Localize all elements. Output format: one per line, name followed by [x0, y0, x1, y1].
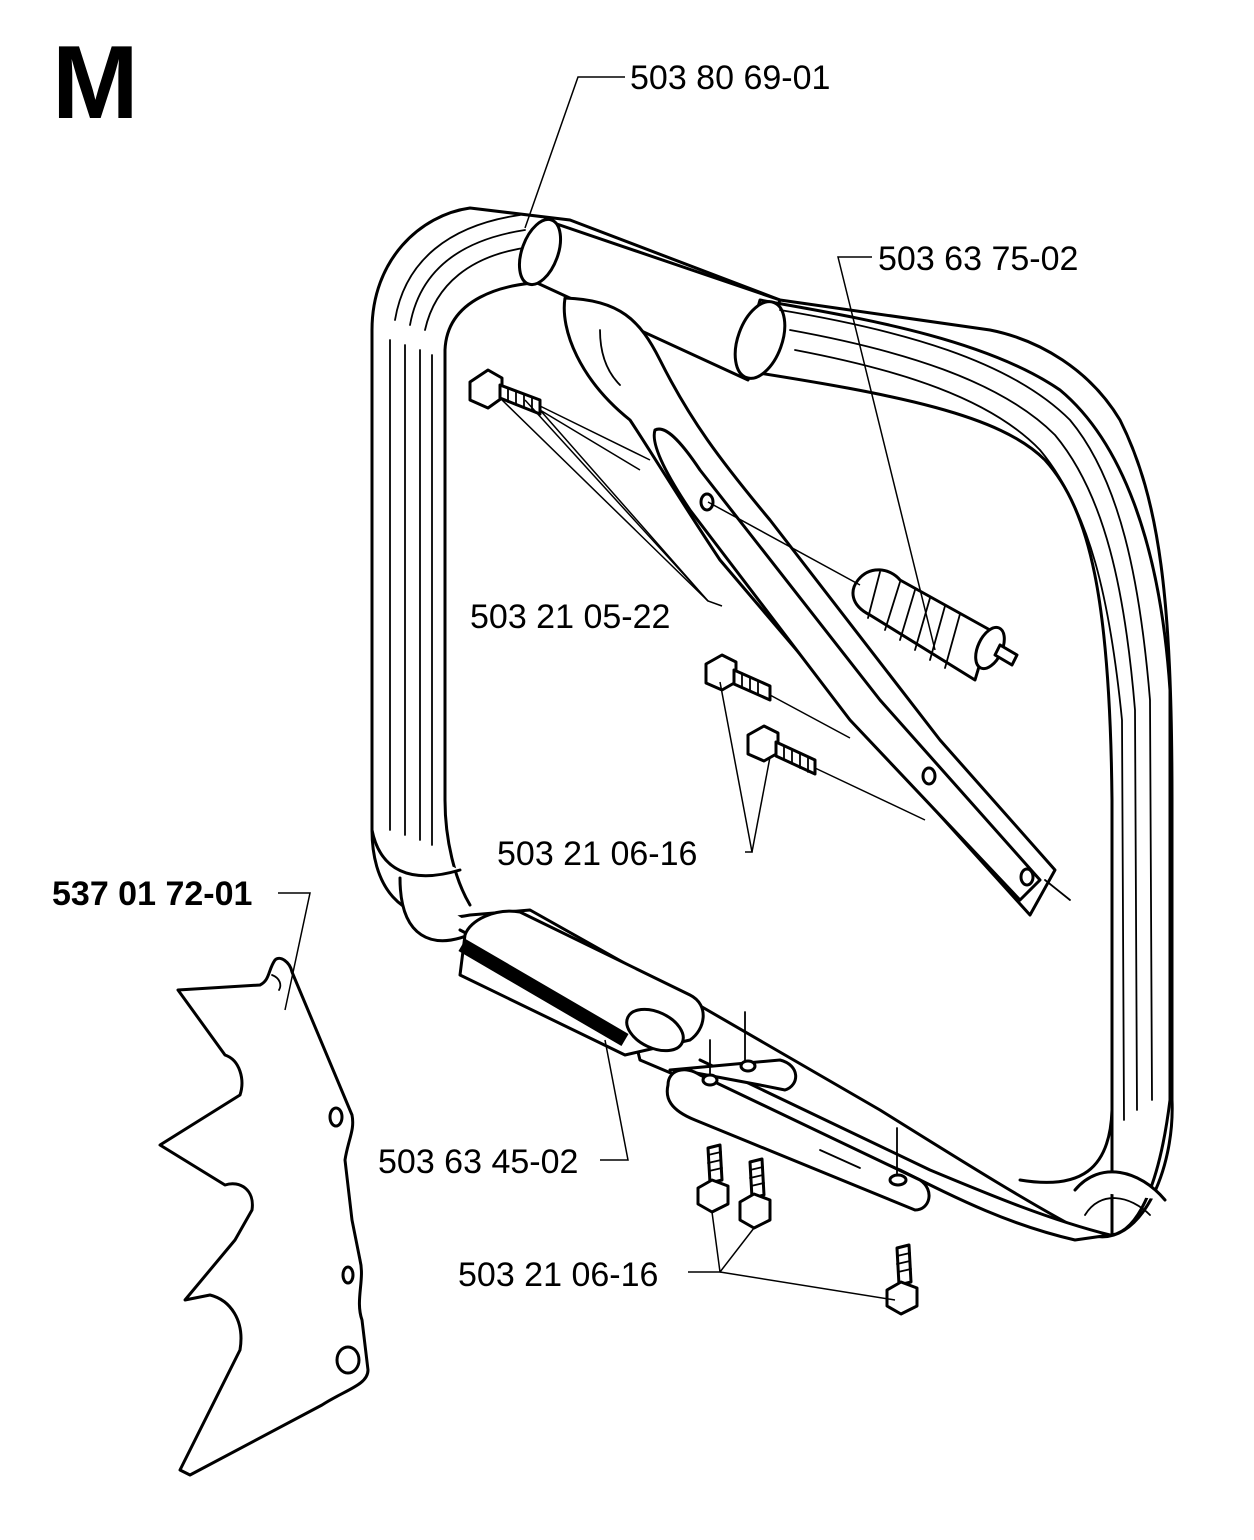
- rubber-buffer: [851, 568, 1019, 682]
- leader-lines: [278, 76, 936, 1301]
- bottom-grip: [458, 909, 705, 1057]
- bottom-bracket: [665, 1011, 931, 1212]
- label-screw-bottom: 503 21 06-16: [458, 1256, 658, 1294]
- label-grip-bottom: 503 63 45-02: [378, 1143, 578, 1181]
- label-grip-right: 503 63 75-02: [878, 240, 1078, 278]
- front-handle-bar: [370, 206, 1174, 1242]
- section-letter: M: [52, 25, 139, 141]
- handle-bracket-arm: [562, 296, 1071, 917]
- screw-bottom-c: [885, 1243, 919, 1316]
- guard-plate: [158, 956, 370, 1477]
- label-guard-plate: 537 01 72-01: [52, 875, 252, 913]
- label-handle-top: 503 80 69-01: [630, 59, 830, 97]
- label-screw-middle: 503 21 06-16: [497, 835, 697, 873]
- screw-upper: [468, 368, 542, 416]
- label-screw-upper: 503 21 05-22: [470, 598, 670, 636]
- screw-bottom-a: [696, 1143, 730, 1214]
- screw-middle-a: [704, 653, 772, 702]
- screw-bottom-b: [738, 1157, 772, 1230]
- screw-middle-b: [746, 724, 817, 776]
